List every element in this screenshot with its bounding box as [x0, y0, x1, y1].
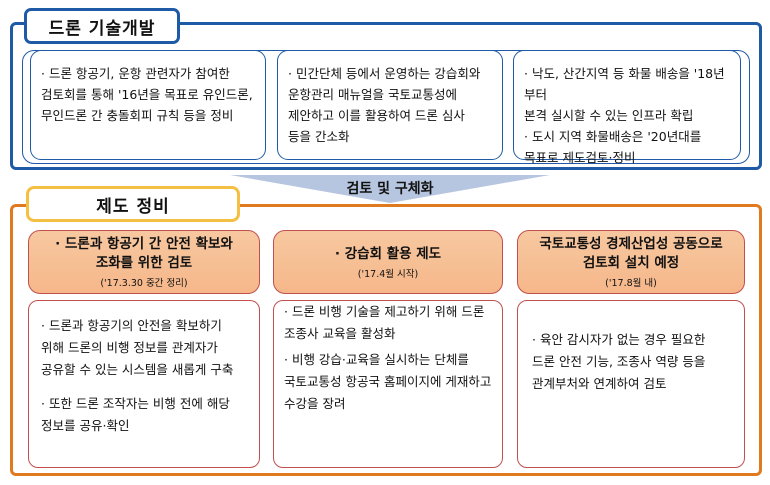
column-1-line: 공유할 수 있는 시스템을 새롭게 구축 [41, 362, 234, 377]
column-2-line: 국토교통성 항공국 홈페이지에 게재하고 [284, 374, 492, 389]
column-2-body: · 드론 비행 기술을 제고하기 위해 드론 조종사 교육을 활성화 · 비행 … [273, 300, 503, 468]
tech-card-2-line: 제안하고 이를 활용하여 드론 심사 [288, 108, 465, 123]
review-arrow-label: 검토 및 구체화 [346, 181, 434, 197]
column-3-heading: 국토교통성 경제산업성 공동으로 [539, 236, 723, 252]
tech-card-2-line: 등을 간소화 [288, 129, 350, 144]
column-2-header: · 강습회 활용 제도 ('17.4월 시작) [273, 230, 503, 294]
column-1-heading: · 드론과 항공기 간 안전 확보와 [55, 236, 233, 252]
tech-card-2-line: 운항관리 매뉴얼을 국토교통성에 [288, 87, 457, 102]
tech-card-1-line: 검토회를 통해 '16년을 목표로 유인드론, [41, 87, 253, 102]
column-1-header: · 드론과 항공기 간 안전 확보와 조화를 위한 검토 ('17.3.30 중… [28, 230, 260, 294]
institution-frame [10, 204, 762, 476]
column-2-heading: · 강습회 활용 제도 [334, 245, 442, 262]
column-3-date: ('17.8월 내) [605, 278, 657, 289]
tech-card-1-line: 무인드론 간 충돌회피 규칙 등을 정비 [41, 108, 234, 123]
column-2-date: ('17.4월 시작) [357, 268, 419, 280]
tech-card-1: · 드론 항공기, 운항 관련자가 참여한 검토회를 통해 '16년을 목표로 … [30, 50, 266, 160]
column-1-line: · 또한 드론 조작자는 비행 전에 해당 [41, 396, 230, 411]
tech-card-1-line: · 드론 항공기, 운항 관련자가 참여한 [41, 66, 230, 81]
tech-card-3: · 낙도, 산간지역 등 화물 배송을 '18년부터 본격 실시할 수 있는 인… [513, 50, 741, 165]
column-1-line: 정보를 공유·확인 [41, 418, 130, 433]
column-1-heading: 조화를 위한 검토 [95, 255, 193, 271]
column-2-line: · 비행 강습·교육을 실시하는 단체를 [284, 352, 469, 367]
column-2-line: 수강을 장려 [284, 396, 346, 411]
tech-card-3-line: · 도시 지역 화물배송은 '20년대를 [524, 129, 702, 144]
column-3-body: · 육안 감시자가 없는 경우 필요한 드론 안전 기능, 조종사 역량 등을 … [517, 300, 745, 468]
column-3-line: · 육안 감시자가 없는 경우 필요한 [532, 332, 706, 347]
tech-development-frame [10, 22, 762, 170]
column-1-line: 위해 드론의 비행 정보를 관계자가 [41, 340, 218, 355]
column-3-header: 국토교통성 경제산업성 공동으로 검토회 설치 예정 ('17.8월 내) [517, 230, 745, 294]
tech-development-title: 드론 기술개발 [24, 8, 180, 44]
column-1-body: · 드론과 항공기의 안전을 확보하기 위해 드론의 비행 정보를 관계자가 공… [28, 300, 260, 468]
column-2-line: 조종사 교육을 활성화 [284, 326, 396, 341]
tech-card-3-line: 본격 실시할 수 있는 인프라 확립 [524, 108, 694, 123]
tech-card-3-line: 목표로 제도검토·정비 [524, 150, 636, 165]
column-3-line: 관계부처와 연계하여 검토 [532, 376, 667, 391]
tech-card-2-line: · 민간단체 등에서 운영하는 강습회와 [288, 66, 481, 81]
column-1-line: · 드론과 항공기의 안전을 확보하기 [41, 318, 222, 333]
institution-title: 제도 정비 [26, 186, 240, 222]
column-3-line: 드론 안전 기능, 조종사 역량 등을 [532, 354, 706, 369]
tech-card-3-line: · 낙도, 산간지역 등 화물 배송을 '18년부터 [524, 66, 725, 102]
down-arrow-icon [230, 173, 550, 203]
column-2-line: · 드론 비행 기술을 제고하기 위해 드론 [284, 304, 485, 319]
column-1-date: ('17.3.30 중간 정리) [100, 278, 188, 289]
column-3-heading: 검토회 설치 예정 [582, 255, 680, 271]
tech-card-2: · 민간단체 등에서 운영하는 강습회와 운항관리 매뉴얼을 국토교통성에 제안… [277, 50, 503, 160]
